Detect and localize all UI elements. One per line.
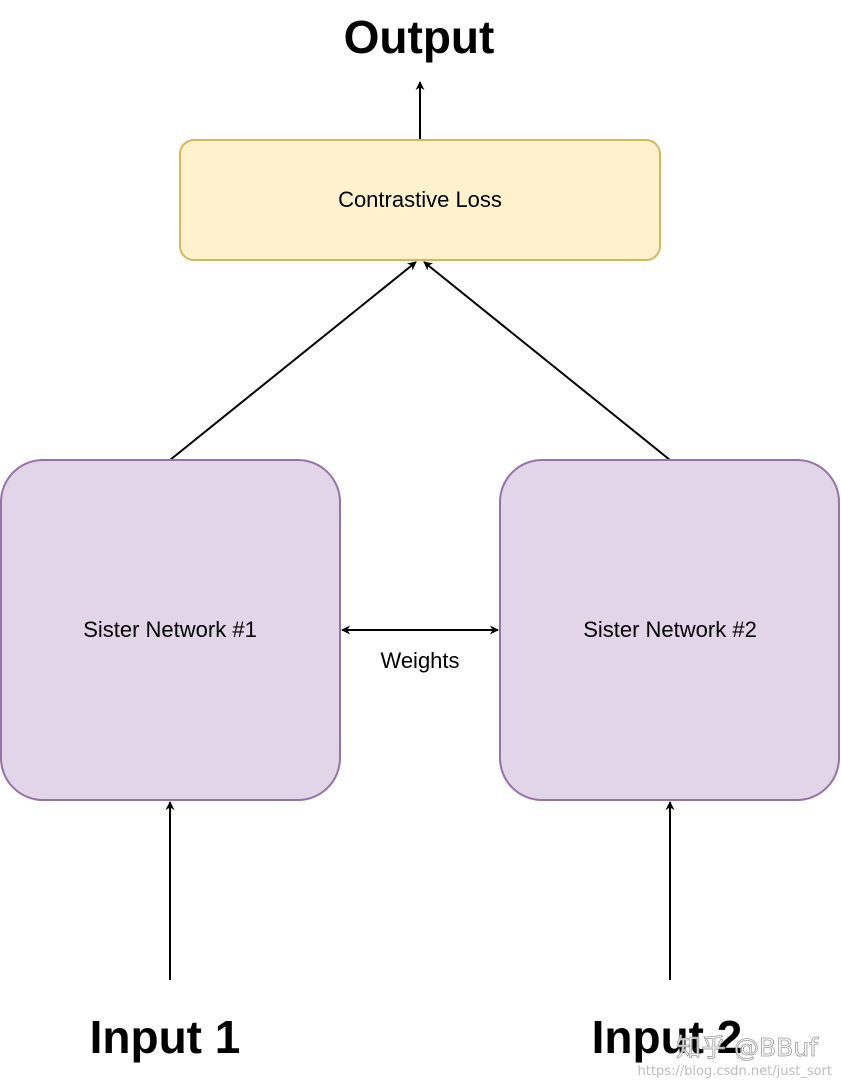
weights-label: Weights bbox=[380, 648, 459, 673]
sister-network-2-box bbox=[499, 459, 840, 801]
sister-network-1-label: Sister Network #1 bbox=[83, 617, 257, 642]
arrow-sister1-to-loss bbox=[169, 261, 417, 461]
output-label: Output bbox=[344, 11, 495, 63]
sister-network-2-node: Sister Network #2 bbox=[499, 459, 840, 801]
contrastive-loss-node: Contrastive Loss bbox=[179, 139, 661, 261]
watermark-brand: 知乎 @BBuf bbox=[676, 1033, 819, 1062]
sister-network-1-node: Sister Network #1 bbox=[0, 459, 341, 801]
watermark-url: https://blog.csdn.net/just_sort bbox=[638, 1064, 832, 1079]
input-2-label: Input 2 bbox=[592, 1011, 743, 1063]
input-1-label: Input 1 bbox=[90, 1011, 241, 1063]
sister-network-2-label: Sister Network #2 bbox=[583, 617, 757, 642]
contrastive-loss-label: Contrastive Loss bbox=[338, 187, 502, 212]
contrastive-loss-box bbox=[179, 139, 661, 261]
sister-network-1-box bbox=[0, 459, 341, 801]
arrow-sister2-to-loss bbox=[423, 261, 671, 461]
